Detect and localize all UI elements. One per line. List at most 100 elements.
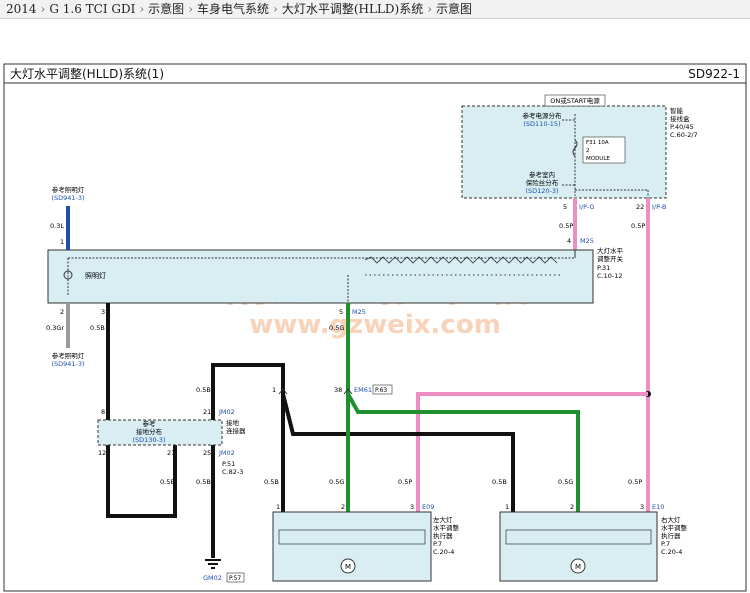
conn-jm02-top: JM02 — [218, 408, 235, 416]
ref-lamp-bottom-code: (SD941-3) — [51, 360, 84, 368]
left-pin-3: 3 — [410, 503, 414, 511]
wire-pink-left-actuator — [416, 392, 648, 512]
breadcrumb-separator: › — [273, 2, 278, 16]
left-act-page: P.7 — [433, 540, 442, 548]
pin-12-jm02: 12 — [98, 449, 106, 457]
right-pin-1: 1 — [505, 503, 509, 511]
jm02-label-2: 连接器 — [226, 426, 246, 435]
pin-25-jm02: 25 — [203, 449, 211, 457]
wiring-diagram: 大灯水平调整(HLLD)系统(1) SD922-1 精通维修下载 www.gzw… — [3, 63, 747, 592]
fuse-module: MODULE — [586, 156, 610, 162]
left-actuator-inner — [278, 529, 426, 545]
breadcrumb-separator: › — [139, 2, 145, 16]
breadcrumb-item-current: 示意图 — [436, 2, 473, 16]
right-actuator-inner — [505, 529, 652, 545]
fuse-name: F31 10A — [586, 140, 609, 146]
wire-label-black-1: 0.5B — [90, 324, 105, 332]
ref-gnd-code: (SD130-3) — [132, 436, 165, 444]
ground-page: P.57 — [229, 575, 241, 582]
wire-green-right-actuator — [346, 393, 580, 512]
wire-black-loop — [106, 445, 177, 518]
ref-gnd-2: 接地分布 — [136, 427, 163, 436]
wire-label-black-5: 0.5B — [264, 478, 279, 486]
left-act-conn-page: C.20-4 — [433, 548, 454, 556]
ref-ground-dist-2: 保险丝分布 — [526, 178, 559, 187]
ref-ground-dist-1: 参考室内 — [529, 170, 555, 179]
pin-27-jm02: 27 — [167, 449, 175, 457]
pin-21-jm02: 21 — [203, 408, 211, 416]
smart-junction-box — [461, 105, 667, 199]
jm02-label-1: 接地 — [226, 418, 240, 427]
fuse-number: 2 — [586, 148, 590, 154]
pin-5-m25: 5 — [339, 308, 343, 316]
smart-box-page: P.40/45 — [670, 123, 694, 131]
breadcrumb-item-year[interactable]: 2014 — [6, 2, 37, 16]
right-act-label-2: 水平调整 — [661, 523, 688, 532]
wire-label-black-2: 0.5B — [196, 386, 211, 394]
breadcrumb: 2014›G 1.6 TCI GDI›示意图›车身电气系统›大灯水平调整(HLL… — [0, 0, 750, 19]
ground-connector-box — [97, 419, 223, 446]
jm02-page: P.51 — [222, 460, 235, 468]
wire-label-green-3: 0.5G — [558, 478, 573, 486]
conn-em61-page: P.63 — [375, 387, 387, 394]
watermark-url: www.gzweix.com — [249, 310, 501, 340]
ground-label: GM02 — [203, 574, 222, 582]
left-pin-2: 2 — [341, 503, 345, 511]
breadcrumb-item-engine[interactable]: G 1.6 TCI GDI — [49, 2, 136, 16]
em61-page-box — [372, 384, 393, 395]
pin-5-ipg: 5 — [563, 203, 567, 211]
conn-m25-bottom: M25 — [352, 308, 366, 316]
fuse-symbol — [572, 139, 578, 157]
smart-box-label-1: 智能 — [670, 106, 684, 115]
pin-1-illum: 1 — [60, 238, 64, 246]
left-motor-icon — [340, 558, 356, 574]
breadcrumb-item-schematic[interactable]: 示意图 — [148, 2, 185, 16]
wire-black-left-pin1 — [211, 363, 285, 512]
smart-box-label-2: 接线盒 — [670, 114, 690, 123]
pin-1-em61: 1 — [272, 386, 276, 394]
right-pin-2: 2 — [570, 503, 574, 511]
pin-22-ipb: 22 — [636, 203, 644, 211]
left-act-label-2: 水平调整 — [433, 523, 460, 532]
breadcrumb-separator: › — [188, 2, 193, 16]
wire-label-black-6: 0.5B — [492, 478, 507, 486]
wire-black-right-pin1 — [281, 393, 515, 512]
pin-8-jm02: 8 — [101, 408, 105, 416]
right-act-page: P.7 — [661, 540, 670, 548]
right-pin-3: 3 — [640, 503, 644, 511]
switch-label-1: 大灯水平 — [597, 246, 624, 255]
diagram-title: 大灯水平调整(HLLD)系统(1) — [10, 66, 164, 81]
breadcrumb-item-body-electrical[interactable]: 车身电气系统 — [197, 2, 270, 16]
breadcrumb-separator: › — [427, 2, 433, 16]
wire-label-ipg: 0.5P — [559, 222, 573, 230]
wire-label-black-4: 0.5B — [196, 478, 211, 486]
pin-3-switch: 3 — [101, 308, 105, 316]
switch-label-2: 调整开关 — [597, 254, 624, 263]
right-act-conn: E10 — [652, 503, 664, 511]
breadcrumb-separator: › — [40, 2, 46, 16]
right-act-label-3: 执行器 — [661, 531, 681, 540]
conn-ipb: I/P-B — [652, 203, 666, 211]
right-act-conn-page: C.20-4 — [661, 548, 682, 556]
pin-38-em61: 38 — [334, 386, 342, 394]
conn-em61: EM61 — [354, 386, 372, 394]
ref-power-dist: 参考电源分布 — [523, 111, 563, 120]
ground-page-box — [226, 572, 245, 583]
wire-label-right-pink: 0.5P — [628, 478, 642, 486]
left-motor-label: M — [345, 563, 351, 571]
power-label: ON或START电源 — [550, 96, 600, 105]
diagram-code: SD922-1 — [688, 67, 740, 81]
ref-lamp-top: 参考照明灯 — [52, 185, 85, 194]
switch-resistor-chain — [364, 256, 558, 264]
right-motor-label: M — [575, 563, 581, 571]
em61-conn-mark-1 — [278, 388, 288, 395]
right-motor-icon — [570, 558, 586, 574]
breadcrumb-item-hlld[interactable]: 大灯水平调整(HLLD)系统 — [281, 2, 424, 16]
wire-label-grey: 0.3Gr — [46, 324, 64, 332]
ref-power-code: (SD110-15) — [523, 120, 560, 128]
ref-lamp-bottom: 参考照明灯 — [52, 351, 85, 360]
fuse-box — [582, 136, 626, 164]
em61-conn-mark-2 — [343, 388, 353, 395]
switch-page: P.31 — [597, 264, 610, 272]
left-act-conn: E09 — [422, 503, 434, 511]
